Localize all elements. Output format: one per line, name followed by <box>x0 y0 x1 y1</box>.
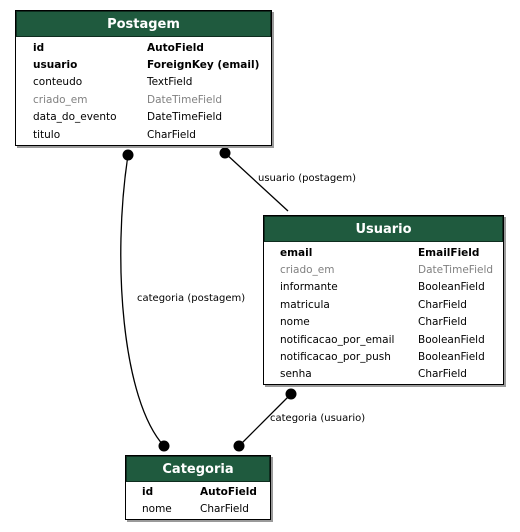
field-row: titulo CharField <box>16 126 271 143</box>
field-row: id AutoField <box>126 483 270 500</box>
model-usuario[interactable]: Usuario email EmailField criado_em DateTime… <box>263 215 504 385</box>
field-type: CharField <box>418 368 467 381</box>
field-list: id AutoField usuario ForeignKey (email) cont… <box>16 37 271 143</box>
relation-label-usuario-categoria: categoria (usuario) <box>270 413 366 424</box>
field-list: email EmailField criado_em DateTimeField inf… <box>264 242 503 383</box>
model-title: Postagem <box>16 11 271 37</box>
field-type: ForeignKey (email) <box>147 59 260 72</box>
field-type: BooleanField <box>418 281 485 294</box>
field-name: conteudo <box>33 76 83 89</box>
field-type: DateTimeField <box>147 93 223 106</box>
field-row: matricula CharField <box>264 296 503 313</box>
field-type: CharField <box>418 316 467 329</box>
field-name: criado_em <box>280 264 335 277</box>
field-row: criado_em DateTimeField <box>16 91 271 108</box>
field-type: BooleanField <box>418 333 485 346</box>
edge-postagem-categoria <box>120 154 165 447</box>
field-name: senha <box>280 368 312 381</box>
relation-label-postagem-usuario: usuario (postagem) <box>258 173 356 184</box>
field-type: CharField <box>200 503 249 516</box>
field-name: informante <box>280 281 338 294</box>
model-postagem[interactable]: Postagem id AutoField usuario ForeignKey (e… <box>15 10 272 146</box>
field-row: data_do_evento DateTimeField <box>16 109 271 126</box>
model-title: Categoria <box>126 456 270 482</box>
field-type: CharField <box>147 128 196 141</box>
field-list: id AutoField nome CharField <box>126 482 270 518</box>
edge-postagem-usuario <box>224 152 289 212</box>
model-title: Usuario <box>264 216 503 242</box>
field-name: email <box>280 246 313 259</box>
relation-label-postagem-categoria: categoria (postagem) <box>137 293 246 304</box>
field-row: conteudo TextField <box>16 74 271 91</box>
edge-usuario-categoria <box>238 393 292 447</box>
field-name: data_do_evento <box>33 111 117 124</box>
field-row: id AutoField <box>16 39 271 56</box>
field-type: CharField <box>418 298 467 311</box>
field-name: matricula <box>280 298 330 311</box>
field-name: usuario <box>33 59 78 72</box>
field-name: nome <box>280 316 310 329</box>
field-type: DateTimeField <box>418 264 494 277</box>
field-row: email EmailField <box>264 244 503 261</box>
field-name: criado_em <box>33 93 88 106</box>
field-type: AutoField <box>147 41 204 54</box>
edge-endpoint-dot <box>158 440 170 452</box>
edge-endpoint-dot <box>233 440 245 452</box>
field-row: informante BooleanField <box>264 279 503 296</box>
field-type: AutoField <box>200 485 257 498</box>
field-name: notificacao_por_push <box>280 351 391 364</box>
field-row: senha CharField <box>264 366 503 383</box>
field-row: criado_em DateTimeField <box>264 261 503 278</box>
field-row: notificacao_por_email BooleanField <box>264 331 503 348</box>
edge-endpoint-dot <box>219 147 231 159</box>
edge-endpoint-dot <box>285 388 297 400</box>
field-name: id <box>33 41 45 54</box>
field-name: id <box>142 485 154 498</box>
field-type: DateTimeField <box>147 111 223 124</box>
field-name: notificacao_por_email <box>280 333 395 346</box>
field-name: nome <box>142 503 172 516</box>
field-row: notificacao_por_push BooleanField <box>264 348 503 365</box>
model-categoria[interactable]: Categoria id AutoField nome CharField <box>125 455 271 520</box>
field-type: TextField <box>147 76 193 89</box>
edge-endpoint-dot <box>122 149 134 161</box>
field-row: nome CharField <box>264 314 503 331</box>
field-row: usuario ForeignKey (email) <box>16 56 271 73</box>
field-type: BooleanField <box>418 351 485 364</box>
field-name: titulo <box>33 128 61 141</box>
field-row: nome CharField <box>126 500 270 517</box>
field-type: EmailField <box>418 246 480 259</box>
